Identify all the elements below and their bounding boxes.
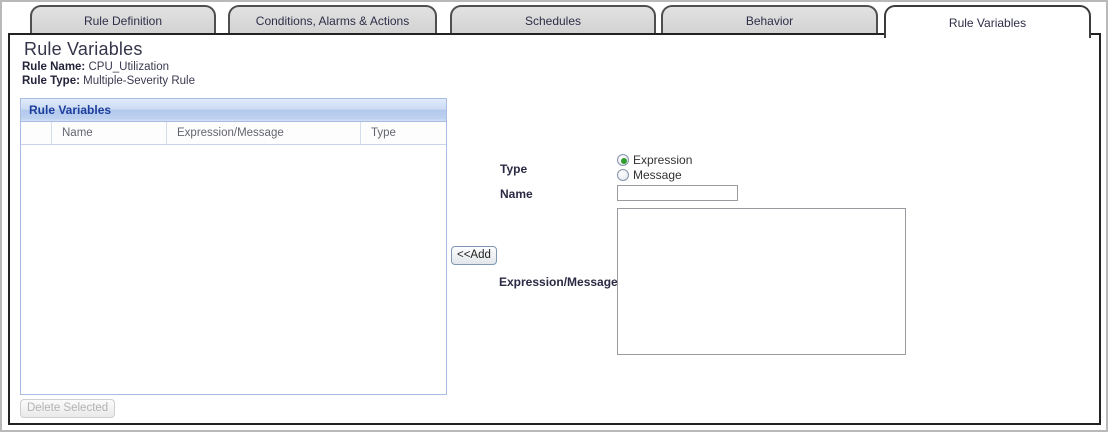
radio-expression-label: Expression [633, 152, 693, 167]
column-name: Name [51, 122, 166, 144]
rule-type-line: Rule Type: Multiple-Severity Rule [22, 75, 195, 87]
type-radio-group: Expression Message [617, 152, 692, 182]
radio-expression[interactable]: Expression [617, 152, 692, 167]
tab-rule-definition[interactable]: Rule Definition [30, 5, 216, 34]
tab-rule-variables[interactable]: Rule Variables [884, 5, 1091, 38]
table-body-empty[interactable] [21, 145, 446, 394]
type-label: Type [500, 162, 528, 176]
tab-behavior[interactable]: Behavior [661, 5, 878, 34]
radio-message-label: Message [633, 167, 682, 182]
content-panel: Rule Variables Rule Name: CPU_Utilizatio… [8, 33, 1101, 425]
table-title: Rule Variables [21, 99, 446, 122]
delete-selected-button[interactable]: Delete Selected [20, 399, 116, 418]
add-button[interactable]: <<Add [451, 246, 497, 265]
rule-name-line: Rule Name: CPU_Utilization [22, 61, 169, 73]
name-label: Name [500, 187, 533, 201]
column-type: Type [360, 122, 446, 144]
radio-expression-icon[interactable] [617, 153, 629, 166]
rule-name-value: CPU_Utilization [88, 61, 170, 73]
tab-conditions-alarms-actions[interactable]: Conditions, Alarms & Actions [228, 5, 437, 34]
rule-name-label: Rule Name: [22, 61, 86, 73]
radio-message[interactable]: Message [617, 167, 692, 182]
rule-variables-table: Rule Variables Name Expression/Message T… [20, 98, 447, 395]
expression-message-textarea[interactable] [617, 208, 906, 355]
rule-type-value: Multiple-Severity Rule [83, 75, 195, 87]
table-column-headers: Name Expression/Message Type [21, 122, 446, 145]
tab-schedules[interactable]: Schedules [450, 5, 656, 34]
radio-message-icon[interactable] [617, 168, 629, 181]
column-select [21, 122, 51, 144]
rule-type-label: Rule Type: [22, 75, 80, 87]
page-title: Rule Variables [24, 39, 143, 59]
name-input[interactable] [617, 185, 738, 201]
column-expression-message: Expression/Message [166, 122, 360, 144]
expression-message-label: Expression/Message [499, 275, 618, 289]
